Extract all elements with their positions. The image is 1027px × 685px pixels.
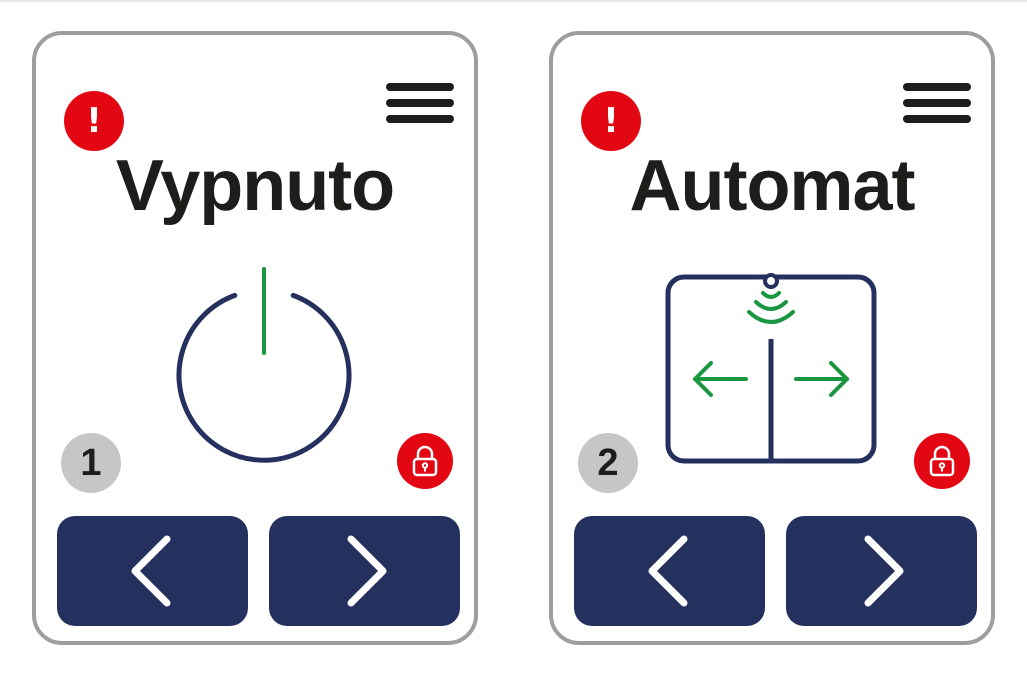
arrow-right-icon [794,361,849,397]
chevron-right-icon [864,535,903,607]
arrow-left-icon [693,361,748,397]
sensor-wave [747,310,795,324]
alert-symbol: ! [86,101,102,141]
power-icon [176,267,352,463]
previous-button[interactable] [574,516,765,626]
mode-panel-off: ! Vypnuto 1 [32,31,478,645]
menu-bar [903,99,971,107]
menu-bar [903,115,971,123]
previous-button[interactable] [57,516,248,626]
padlock-glyph [412,445,438,477]
alert-symbol: ! [603,101,619,141]
mode-number-badge: 1 [61,433,121,493]
next-button[interactable] [269,516,460,626]
power-ring [176,292,352,463]
chevron-left-icon [131,535,170,607]
padlock-icon[interactable] [397,433,453,489]
alert-icon[interactable]: ! [581,91,641,151]
next-button[interactable] [786,516,977,626]
alert-icon[interactable]: ! [64,91,124,151]
mode-title: Automat [629,146,916,226]
mode-number-badge: 2 [578,433,638,493]
sensor-wave [754,300,788,311]
top-divider [0,0,1027,2]
chevron-right-icon [347,535,386,607]
chevron-left-icon [648,535,687,607]
menu-bar [386,99,454,107]
hamburger-menu-icon[interactable] [386,83,454,123]
menu-bar [386,115,454,123]
sensor-wave [761,291,781,299]
door-sensor [763,273,779,289]
mode-title: Vypnuto [115,146,395,226]
mode-panel-automatic: ! Automat 2 [549,31,995,645]
menu-bar [903,83,971,91]
hamburger-menu-icon[interactable] [903,83,971,123]
mode-number: 2 [597,441,619,484]
padlock-icon[interactable] [914,433,970,489]
menu-bar [386,83,454,91]
mode-number: 1 [80,441,102,484]
automatic-door-icon [665,273,877,464]
padlock-glyph [929,445,955,477]
